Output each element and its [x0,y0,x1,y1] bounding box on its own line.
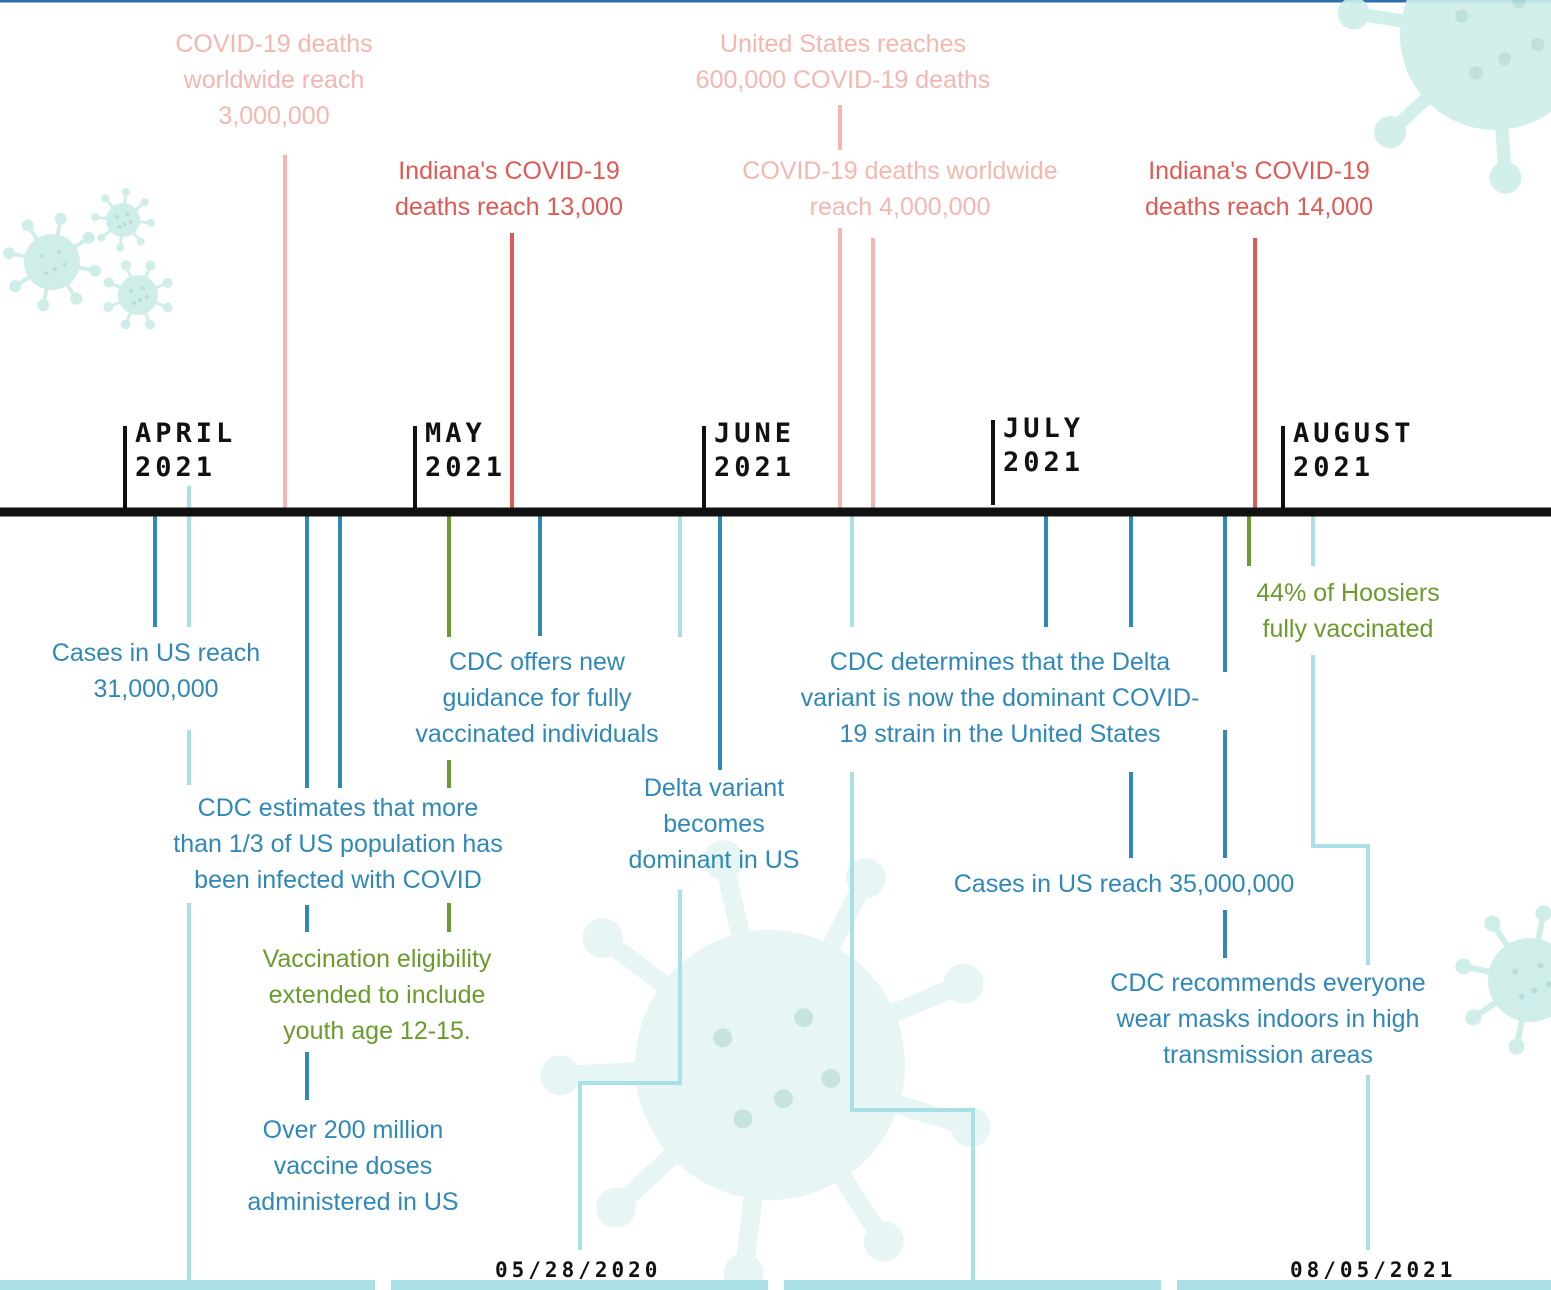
event-vaccination-eligibility: Vaccination eligibility extended to incl… [263,941,492,1049]
event-line: Vaccination eligibility [262,945,492,973]
month-label-may: MAY 2021 [425,417,506,485]
event-line: CDC recommends everyone [1110,969,1426,997]
month-year: 2021 [1003,447,1085,478]
event-cdc-masks: CDC recommends everyone wear masks indoo… [1110,965,1425,1073]
event-line: becomes [663,810,765,838]
event-line: deaths reach 13,000 [395,193,623,221]
event-us-600000: United States reaches 600,000 COVID-19 d… [696,26,991,98]
event-line: fully vaccinated [1262,615,1434,643]
event-line: Cases in US reach [51,639,261,667]
event-line: worldwide reach [183,66,365,94]
month-name: MAY [425,418,486,449]
event-line: Indiana's COVID-19 [1148,157,1370,185]
event-line: COVID-19 deaths worldwide [742,157,1058,185]
event-connectors [153,105,1370,1282]
month-year: 2021 [714,452,796,483]
month-name: AUGUST [1293,418,1415,449]
event-line: wear masks indoors in high [1116,1005,1420,1033]
virus-small-2-icon [91,188,155,252]
virus-right-edge-icon [1455,905,1551,1055]
month-year: 2021 [425,452,507,483]
event-line: vaccinated individuals [415,720,659,748]
bottom-bars [0,1280,1551,1290]
month-year: 2021 [1293,452,1375,483]
event-line: Cases in US reach 35,000,000 [953,870,1295,898]
event-line: youth age 12-15. [283,1017,471,1045]
event-line: than 1/3 of US population has [173,830,503,858]
event-line: Over 200 million [262,1116,444,1144]
event-line: deaths reach 14,000 [1145,193,1373,221]
date-stamp-2: 08/05/2021 [1290,1258,1457,1282]
date-stamp-1: 05/28/2020 [495,1258,662,1282]
connector-lightblue-june-b [850,772,975,1282]
event-line: Delta variant [643,774,785,802]
event-hoosiers-vaccinated: 44% of Hoosiers fully vaccinated [1256,575,1439,647]
bottom-bar-3 [784,1280,1161,1290]
event-line: 3,000,000 [218,102,330,130]
event-line: 44% of Hoosiers [1256,579,1440,607]
event-line: administered in US [247,1188,459,1216]
bottom-bar-1 [0,1280,375,1290]
event-line: United States reaches [720,30,966,58]
event-indiana-13000: Indiana's COVID-19 deaths reach 13,000 [395,153,623,225]
event-line: 19 strain in the United States [839,720,1161,748]
virus-large-bottom-icon [540,840,991,1290]
event-line: variant is now the dominant COVID- [800,684,1200,712]
event-line: reach 4,000,000 [809,193,991,221]
event-line: 31,000,000 [93,675,219,703]
virus-small-1-icon [2,212,102,312]
event-line: CDC estimates that more [197,794,479,822]
event-line: CDC determines that the Delta [829,648,1171,676]
month-year: 2021 [135,452,217,483]
event-deaths-worldwide-4m: COVID-19 deaths worldwide reach 4,000,00… [742,153,1057,225]
month-label-july: JULY 2021 [1003,412,1084,480]
virus-small-3-icon [103,260,173,330]
event-line: dominant in US [628,846,800,874]
month-name: JULY [1003,413,1085,444]
month-label-june: JUNE 2021 [714,417,795,485]
event-line: CDC offers new [448,648,625,676]
event-cases-35m: Cases in US reach 35,000,000 [954,866,1295,902]
month-ticks [123,420,1285,510]
bottom-bar-2 [391,1280,768,1290]
connector-date-0528-b [578,890,682,1250]
event-cdc-one-third-infected: CDC estimates that more than 1/3 of US p… [173,790,502,898]
event-200m-doses: Over 200 million vaccine doses administe… [247,1112,458,1220]
connector-date-0805-b [1311,655,1370,965]
event-deaths-worldwide-3m: COVID-19 deaths worldwide reach 3,000,00… [175,26,372,134]
event-line: been infected with COVID [194,866,482,894]
event-line: vaccine doses [273,1152,433,1180]
event-cases-31m: Cases in US reach 31,000,000 [52,635,260,707]
event-line: guidance for fully [442,684,632,712]
virus-top-right-icon [1337,0,1551,194]
event-line: extended to include [268,981,486,1009]
month-name: APRIL [135,418,237,449]
event-delta-dominant: Delta variant becomes dominant in US [629,770,800,878]
event-line: COVID-19 deaths [175,30,373,58]
event-cdc-guidance: CDC offers new guidance for fully vaccin… [415,644,658,752]
event-line: transmission areas [1163,1041,1373,1069]
bottom-bar-4 [1177,1280,1551,1290]
event-line: 600,000 COVID-19 deaths [695,66,991,94]
month-name: JUNE [714,418,796,449]
event-line: Indiana's COVID-19 [398,157,620,185]
event-cdc-delta-strain: CDC determines that the Delta variant is… [801,644,1200,752]
event-indiana-14000: Indiana's COVID-19 deaths reach 14,000 [1145,153,1373,225]
month-label-april: APRIL 2021 [135,417,236,485]
month-label-august: AUGUST 2021 [1293,417,1415,485]
